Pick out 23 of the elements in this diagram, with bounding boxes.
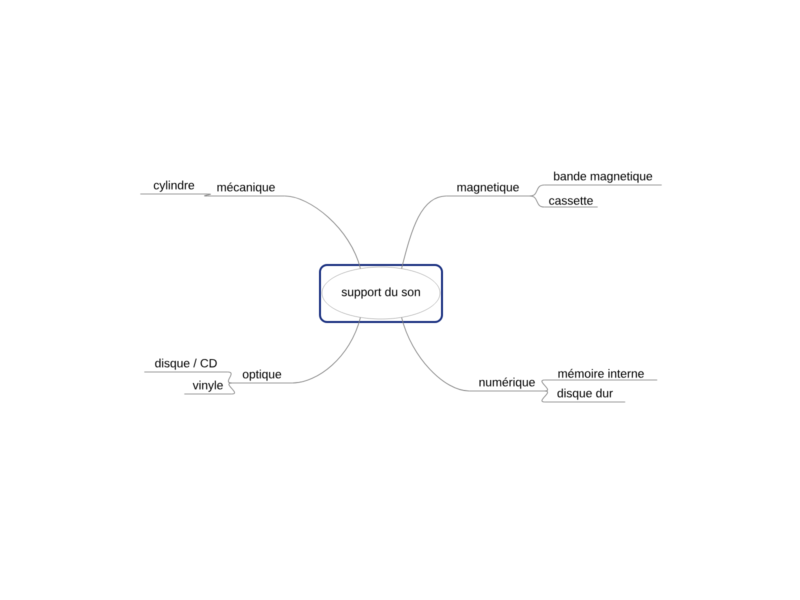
topic-label: vinyle xyxy=(184,380,232,394)
branch-line xyxy=(401,196,447,269)
topic-label: mécanique xyxy=(206,182,286,196)
central-topic: support du son xyxy=(319,264,443,323)
branch-line xyxy=(529,196,545,208)
topic-label: optique xyxy=(231,370,293,384)
topic-label: magnetique xyxy=(446,182,530,196)
branch-line xyxy=(228,382,235,394)
branch-line xyxy=(529,184,545,196)
branch-line xyxy=(204,194,211,196)
branch-line xyxy=(284,196,361,269)
topic-label: cassette xyxy=(544,196,598,208)
topic-label: mémoire interne xyxy=(544,368,658,380)
branch-line xyxy=(292,317,361,384)
branch-line xyxy=(401,317,470,392)
topic-label: numérique xyxy=(468,377,546,392)
branch-line xyxy=(542,380,548,392)
branch-line xyxy=(227,372,232,384)
topic-label: bande magnetique xyxy=(544,172,662,186)
branch-line xyxy=(542,390,548,402)
topic-label: cylindre xyxy=(140,180,208,194)
topic-label: disque / CD xyxy=(144,358,228,372)
topic-label: disque dur xyxy=(544,388,626,402)
